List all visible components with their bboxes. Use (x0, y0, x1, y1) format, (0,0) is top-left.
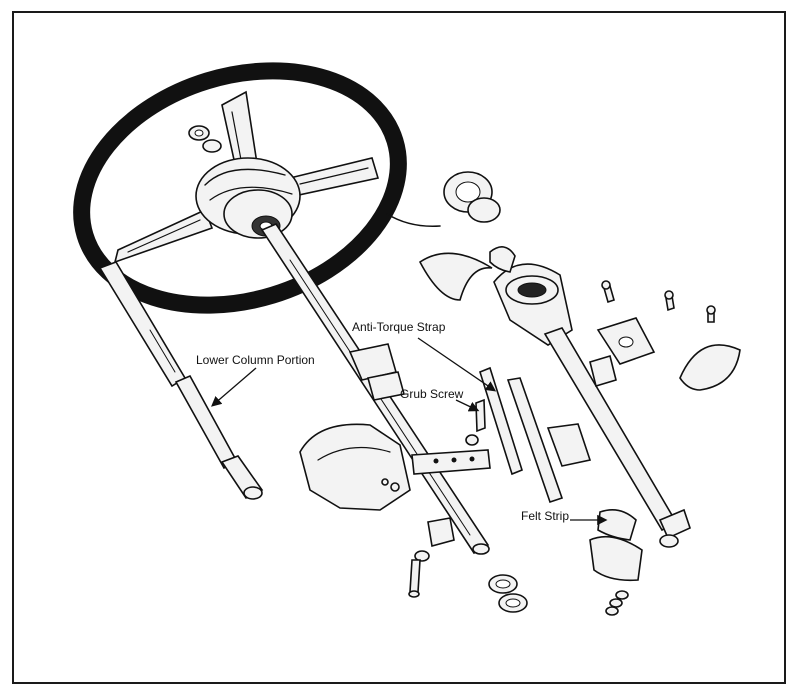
bottom-fasteners (408, 517, 528, 613)
label-felt-strip: Felt Strip (521, 509, 569, 523)
column-jacket (489, 246, 691, 548)
steering-wheel (73, 62, 407, 314)
felt-strip-assembly (589, 509, 643, 616)
lower-column-portion-leader (211, 367, 257, 407)
anti-torque-strap (479, 366, 592, 504)
lower-column-shaft (98, 261, 264, 500)
label-grub-screw: Grub Screw (400, 387, 464, 401)
steering-gear-box (299, 423, 491, 511)
label-anti-torque-strap: Anti-Torque Strap (352, 320, 446, 334)
shroud-left (418, 252, 493, 301)
shroud-right (679, 344, 741, 391)
horn-ring (386, 171, 501, 227)
bracket-and-screws (589, 280, 716, 388)
label-lower-column-portion: Lower Column Portion (196, 353, 315, 367)
anti-torque-strap-leader (417, 337, 497, 392)
shaft-clamp-lower (367, 371, 405, 401)
grub-screw-leader (455, 399, 480, 412)
